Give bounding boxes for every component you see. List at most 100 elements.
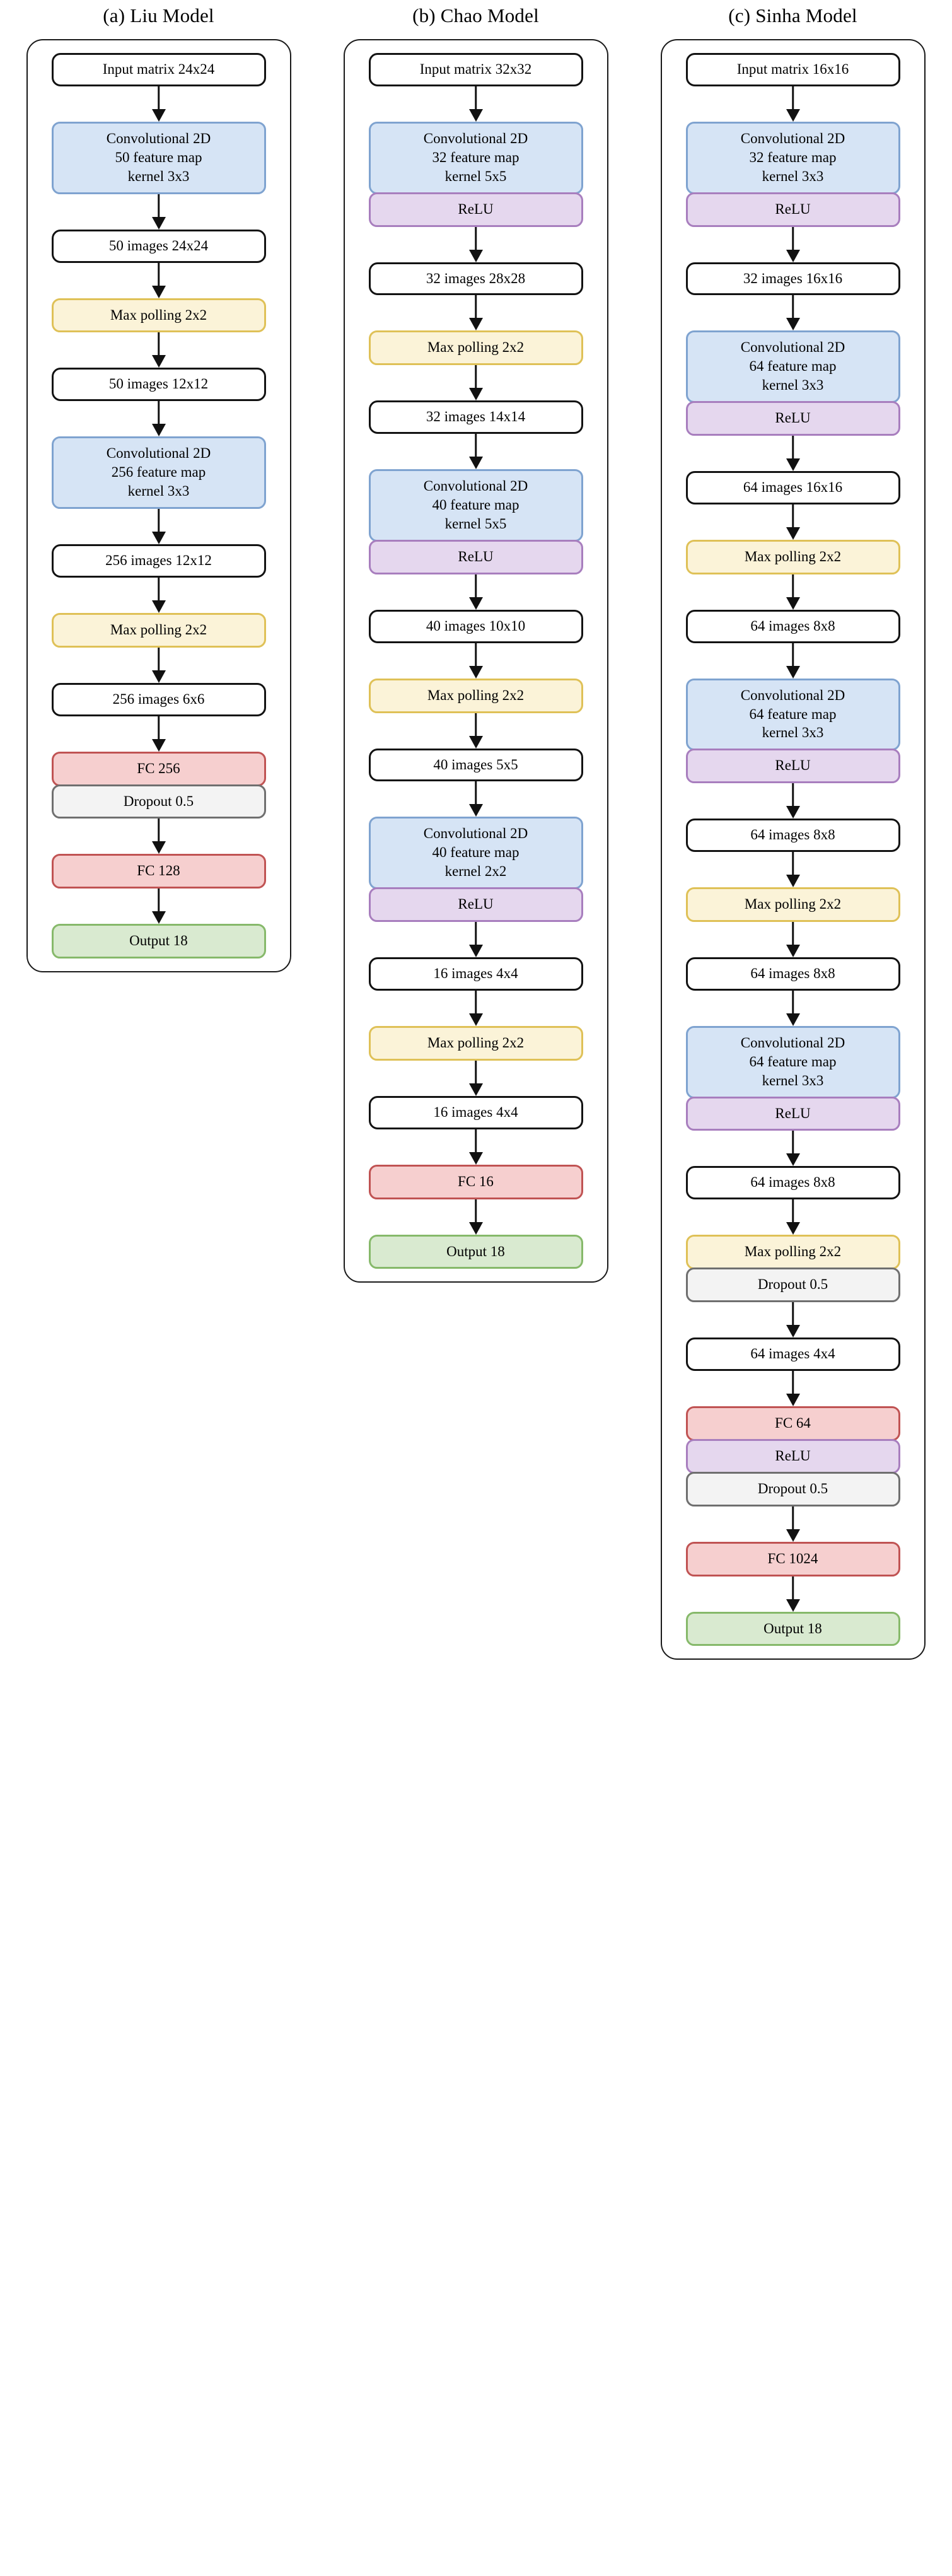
layer-node-relu[interactable]: ReLU [368, 192, 583, 227]
layer-label: Convolutional 2D [106, 445, 211, 462]
layer-node-data[interactable]: Input matrix 16x16 [685, 53, 900, 86]
layer-group: Input matrix 16x16 [662, 53, 924, 86]
flow-arrow-icon [686, 643, 900, 679]
layer-label: ReLU [458, 548, 494, 564]
layer-node-data[interactable]: Input matrix 32x32 [368, 53, 583, 86]
arrow-head [151, 841, 166, 854]
layer-node-data[interactable]: 64 images 16x16 [685, 471, 900, 504]
arrow-head [786, 1394, 800, 1407]
layer-group: 256 images 12x12 [28, 544, 290, 578]
layer-node-data[interactable]: 32 images 16x16 [685, 262, 900, 296]
layer-node-data[interactable]: 50 images 24x24 [51, 229, 266, 263]
layer-node-data[interactable]: 64 images 8x8 [685, 609, 900, 643]
layer-node-data[interactable]: 40 images 5x5 [368, 748, 583, 782]
layer-node-relu[interactable]: ReLU [368, 539, 583, 574]
layer-node-pool[interactable]: Max polling 2x2 [685, 539, 900, 574]
arrow-shaft [791, 226, 794, 252]
arrow-shaft [791, 1131, 794, 1157]
layer-node-relu[interactable]: ReLU [685, 1438, 900, 1474]
layer-node-data[interactable]: 64 images 8x8 [685, 957, 900, 991]
layer-node-fc[interactable]: FC 1024 [685, 1541, 900, 1576]
layer-node-data[interactable]: 16 images 4x4 [368, 1095, 583, 1129]
layer-node-data[interactable]: 16 images 4x4 [368, 957, 583, 991]
layer-node-dropout[interactable]: Dropout 0.5 [685, 1471, 900, 1507]
arrow-shaft [791, 504, 794, 530]
arrow-head [786, 458, 800, 471]
layer-node-pool[interactable]: Max polling 2x2 [368, 330, 583, 366]
layer-node-data[interactable]: 32 images 28x28 [368, 262, 583, 296]
arrow-head [151, 108, 166, 122]
layer-node-data[interactable]: 256 images 12x12 [51, 544, 266, 578]
layer-node-dropout[interactable]: Dropout 0.5 [685, 1268, 900, 1303]
arrow-head [468, 388, 483, 401]
layer-group: Output 18 [662, 1611, 924, 1646]
layer-group: 16 images 4x4 [345, 957, 607, 991]
layer-node-relu[interactable]: ReLU [685, 192, 900, 227]
layer-node-pool[interactable]: Max polling 2x2 [685, 1235, 900, 1270]
layer-node-data[interactable]: 64 images 8x8 [685, 819, 900, 853]
layer-node-data[interactable]: 64 images 4x4 [685, 1338, 900, 1372]
arrow-shaft [791, 990, 794, 1016]
flow-arrow-icon [369, 434, 583, 470]
layer-node-data[interactable]: 64 images 8x8 [685, 1166, 900, 1200]
layer-group: Max polling 2x2 [345, 678, 607, 713]
layer-node-output[interactable]: Output 18 [51, 924, 266, 959]
layer-node-data[interactable]: Input matrix 24x24 [51, 53, 266, 86]
layer-label: 64 feature map [749, 358, 837, 375]
layer-node-relu[interactable]: ReLU [368, 887, 583, 923]
layer-node-relu[interactable]: ReLU [685, 1096, 900, 1131]
layer-node-output[interactable]: Output 18 [685, 1611, 900, 1646]
flow-arrow-icon [686, 574, 900, 610]
layer-node-pool[interactable]: Max polling 2x2 [368, 678, 583, 713]
layer-node-fc[interactable]: FC 128 [51, 854, 266, 889]
flow-arrow-icon [52, 509, 266, 544]
layer-node-relu[interactable]: ReLU [685, 401, 900, 436]
layer-group: 40 images 10x10 [345, 609, 607, 643]
layer-node-pool[interactable]: Max polling 2x2 [685, 887, 900, 923]
layer-node-data[interactable]: 32 images 14x14 [368, 400, 583, 434]
layer-node-pool[interactable]: Max polling 2x2 [51, 612, 266, 648]
arrow-shaft [791, 1576, 794, 1602]
layer-node-dropout[interactable]: Dropout 0.5 [51, 784, 266, 819]
layer-label: 64 feature map [749, 1053, 837, 1069]
layer-node-pool[interactable]: Max polling 2x2 [368, 1025, 583, 1061]
arrow-head [786, 665, 800, 679]
layer-label: 40 images 5x5 [433, 756, 518, 772]
layer-node-data[interactable]: 256 images 6x6 [51, 682, 266, 716]
layer-node-output[interactable]: Output 18 [368, 1234, 583, 1269]
arrow-head [468, 108, 483, 122]
flow-arrow-icon [686, 1131, 900, 1167]
arrow-shaft [157, 194, 160, 219]
arrow-head [151, 355, 166, 368]
layer-node-pool[interactable]: Max polling 2x2 [51, 298, 266, 333]
flow-arrow-icon [686, 990, 900, 1026]
layer-node-data[interactable]: 40 images 10x10 [368, 609, 583, 643]
flow-arrow-icon [369, 295, 583, 331]
layer-label: FC 256 [137, 760, 180, 776]
layer-node-fc[interactable]: FC 16 [368, 1164, 583, 1199]
arrow-shaft [157, 401, 160, 427]
arrow-shaft [791, 1506, 794, 1532]
arrow-head [786, 108, 800, 122]
arrow-shaft [474, 365, 477, 391]
layer-node-fc[interactable]: FC 256 [51, 751, 266, 786]
layer-node-fc[interactable]: FC 64 [685, 1406, 900, 1441]
layer-node-relu[interactable]: ReLU [685, 749, 900, 784]
layer-label: Max polling 2x2 [110, 621, 207, 638]
layer-label: 64 images 4x4 [750, 1346, 835, 1362]
column-title-liu: (a) Liu Model [103, 4, 214, 26]
layer-label: Dropout 0.5 [123, 793, 194, 809]
layer-node-data[interactable]: 50 images 12x12 [51, 368, 266, 402]
layer-group: 32 images 14x14 [345, 400, 607, 434]
